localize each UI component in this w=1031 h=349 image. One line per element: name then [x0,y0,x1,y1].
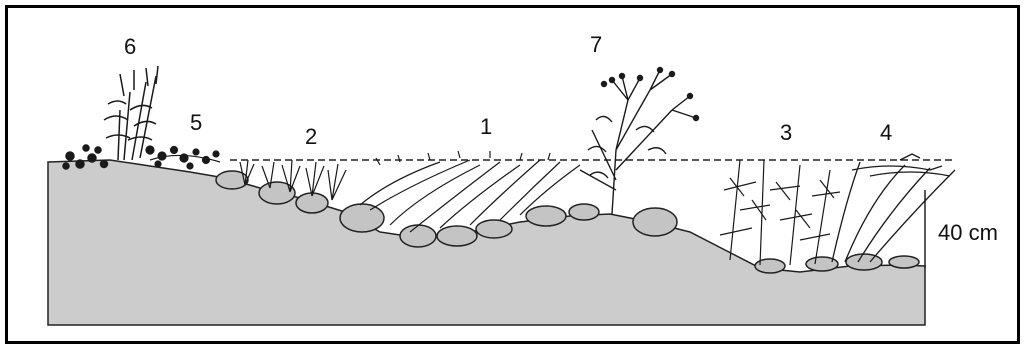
zone-label-7: 7 [590,32,602,57]
plant-group-3 [720,160,840,265]
stone [437,226,477,246]
zone-label-3: 3 [780,120,792,145]
stone [259,182,295,204]
zone-label-1: 1 [480,114,492,139]
stone [340,204,384,232]
zone-label-5: 5 [190,110,202,135]
stone [569,204,599,220]
ground-profile [48,160,925,325]
stone [526,206,566,226]
stone [755,259,785,273]
plant-group-4 [832,154,955,262]
stone [633,208,677,236]
stone [476,220,512,238]
stone [889,256,919,268]
stone [400,225,436,247]
zone-label-6: 6 [124,34,136,59]
zone-label-2: 2 [305,124,317,149]
zone-label-4: 4 [880,120,892,145]
stone [216,171,248,189]
plant-group-6 [63,66,158,169]
plant-group-5 [146,146,220,169]
stone [846,254,882,270]
depth-label: 40 cm [938,220,998,245]
plant-group-7 [580,68,699,215]
